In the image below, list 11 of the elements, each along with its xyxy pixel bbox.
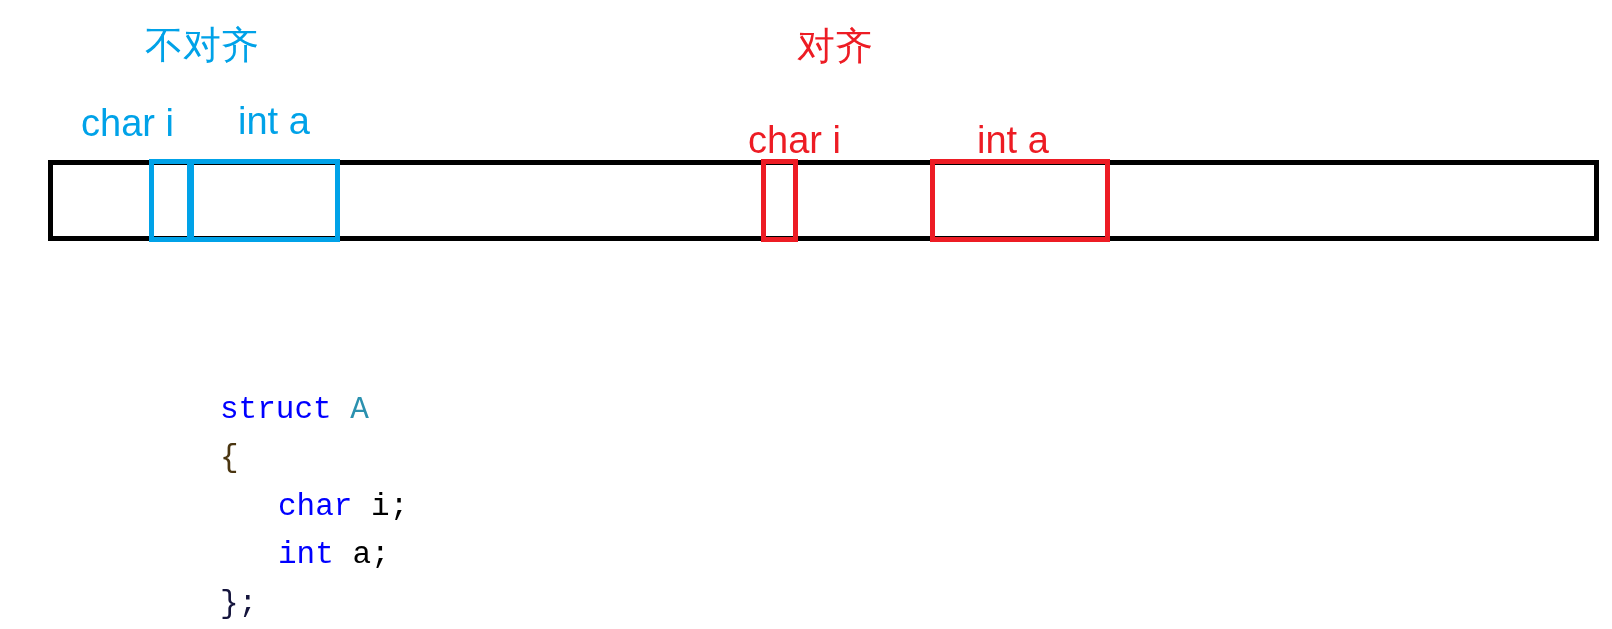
cell-label: char i xyxy=(748,121,841,159)
cell-label: int a xyxy=(977,121,1049,159)
code-line: }; xyxy=(220,585,258,622)
code-line: int a; xyxy=(278,537,390,574)
group-heading: 不对齐 xyxy=(145,26,259,64)
code-line: char i; xyxy=(278,488,409,525)
cell-label: int a xyxy=(238,102,310,140)
group-heading: 对齐 xyxy=(797,27,873,65)
code-line: { xyxy=(220,440,239,477)
cell-label: char i xyxy=(81,104,174,142)
code-line: struct A xyxy=(220,391,369,428)
